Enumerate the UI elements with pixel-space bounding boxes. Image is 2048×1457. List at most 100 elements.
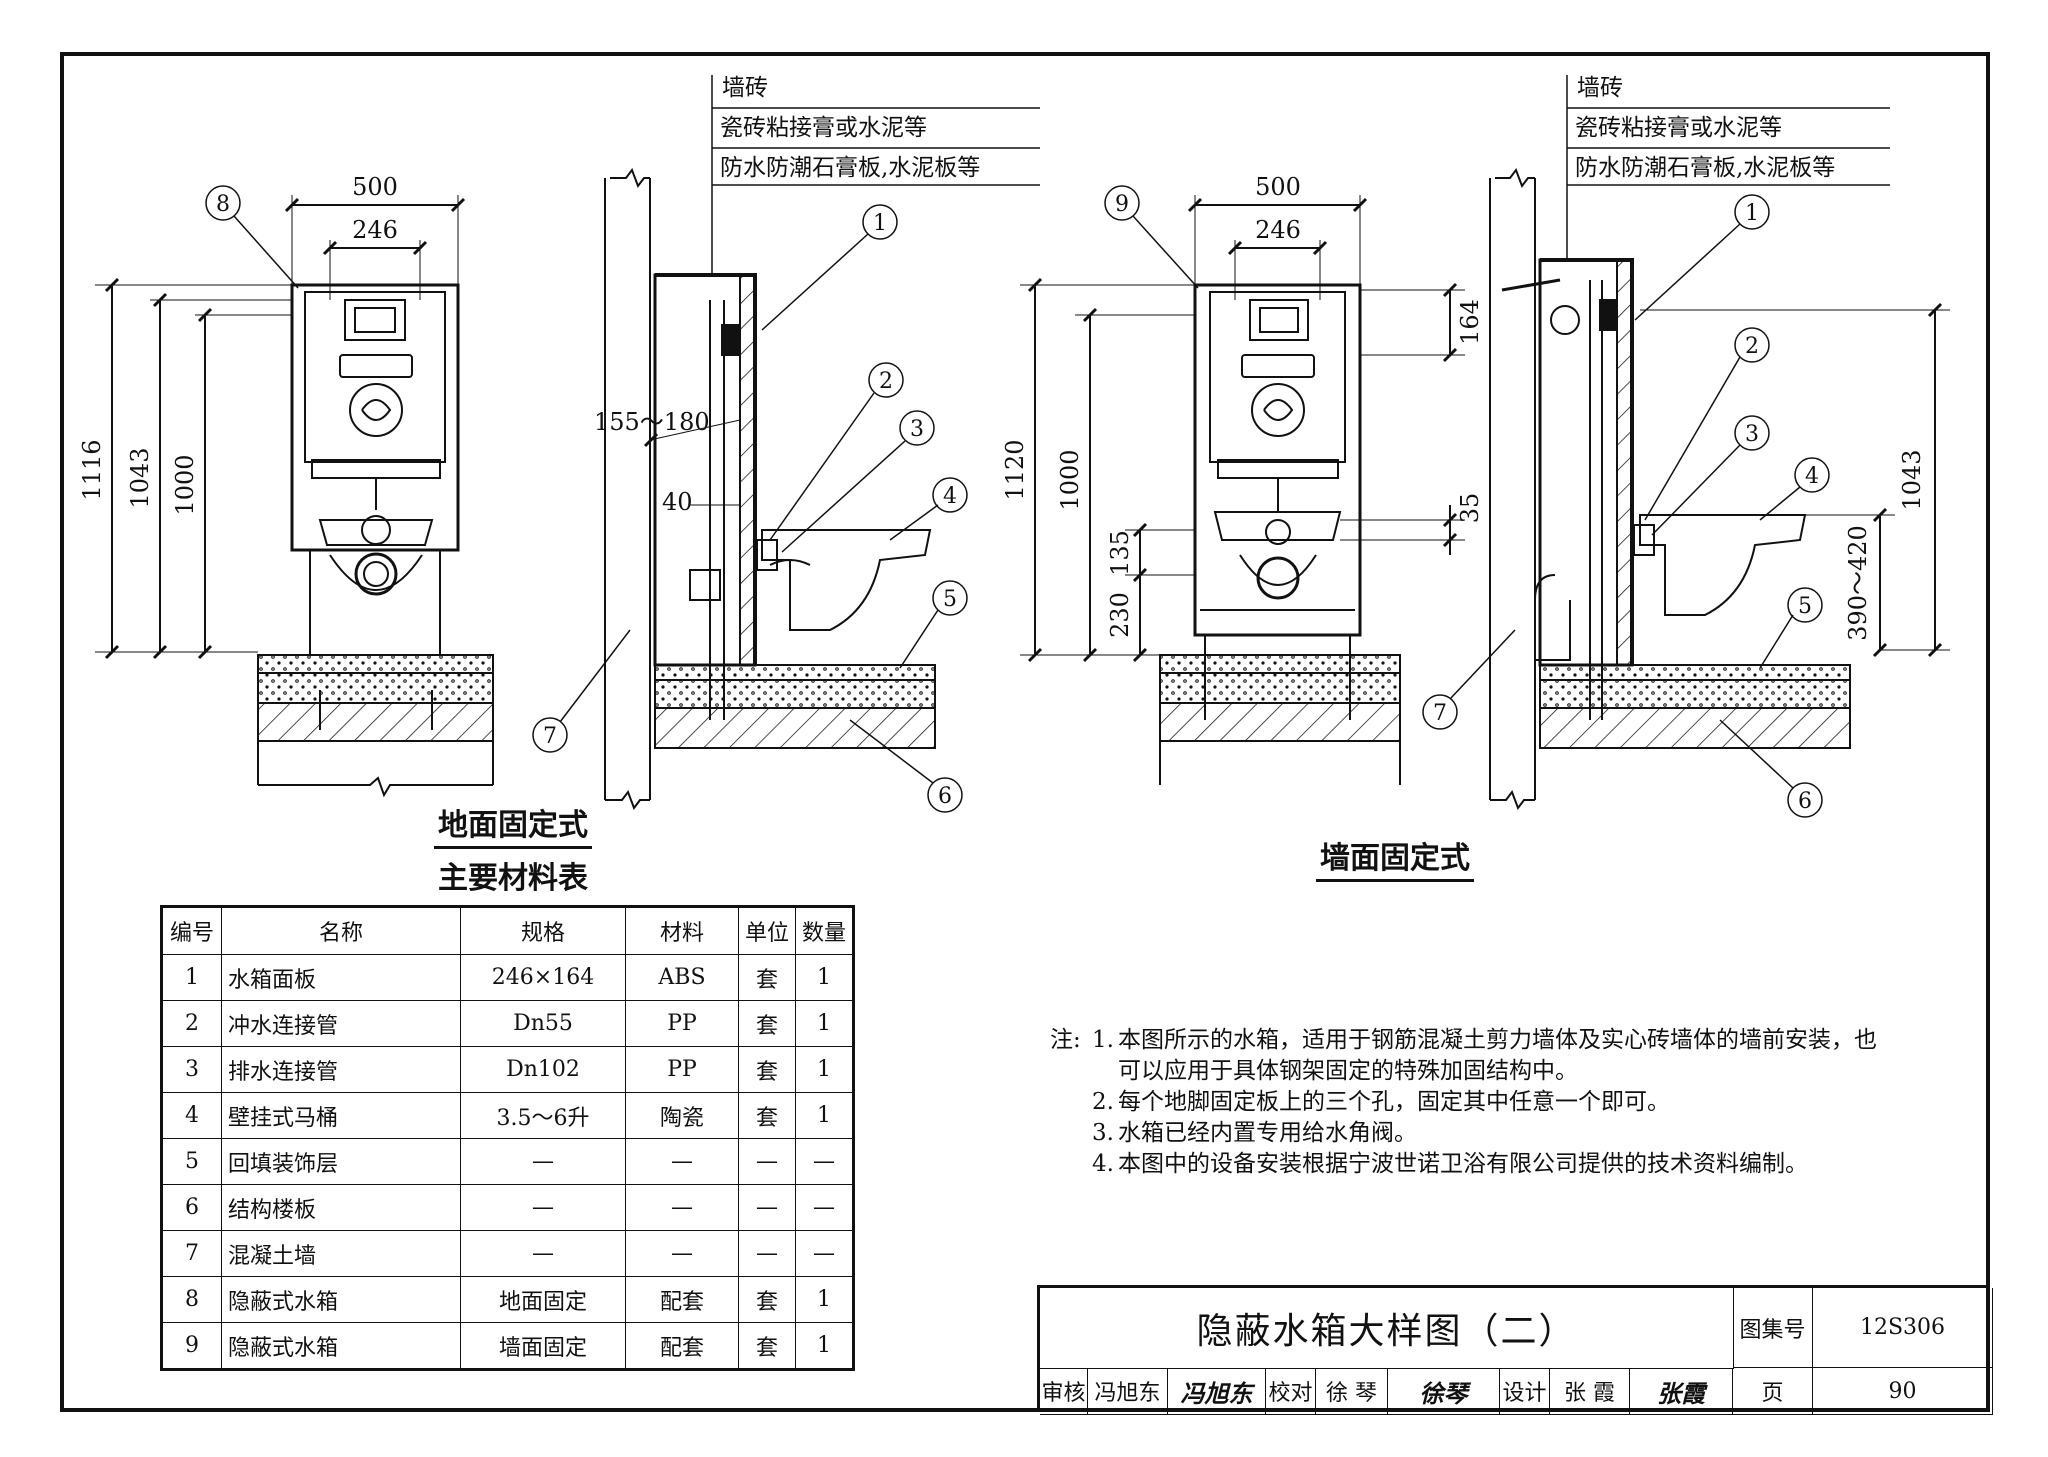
wall-callout-4: 4 — [1805, 464, 1819, 489]
cell-name: 冲水连接管 — [221, 1000, 461, 1047]
header-no: 编号 — [161, 906, 222, 955]
dim-wall-1043: 1043 — [1898, 449, 1926, 510]
floor-layer-tile: 墙砖 — [722, 75, 768, 101]
note-2-num: 2. — [1092, 1089, 1114, 1115]
floor-callout-7: 7 — [543, 724, 557, 749]
cell-name: 结构楼板 — [221, 1184, 461, 1231]
note-3-num: 3. — [1092, 1120, 1114, 1146]
cell-unit: 套 — [738, 1046, 796, 1093]
cell-name: 回填装饰层 — [221, 1138, 461, 1185]
header-qty: 数量 — [795, 906, 854, 955]
floor-section-view — [532, 75, 1040, 813]
cell-material: — — [625, 1230, 739, 1277]
dim-floor-1116: 1116 — [78, 439, 106, 500]
dim-wall-164: 164 — [1456, 299, 1484, 345]
dim-floor-1000: 1000 — [171, 454, 199, 515]
cell-name: 排水连接管 — [221, 1046, 461, 1093]
cell-name: 壁挂式马桶 — [221, 1092, 461, 1139]
cell-no: 9 — [161, 1322, 222, 1370]
cell-spec: 地面固定 — [460, 1276, 626, 1323]
notes: 注: 1. 本图所示的水箱，适用于钢筋混凝土剪力墙体及实心砖墙体的墙前安装，也可… — [1050, 1025, 1898, 1180]
note-1-num: 1. — [1092, 1027, 1114, 1053]
header-name: 名称 — [221, 906, 461, 955]
cell-material: ABS — [625, 954, 739, 1001]
designer-name: 张 霞 — [1550, 1368, 1630, 1415]
cell-unit: 套 — [738, 1322, 796, 1370]
materials-header-row: 编号 名称 规格 材料 单位 数量 — [161, 906, 854, 955]
cell-qty: — — [795, 1230, 854, 1277]
floor-callout-4: 4 — [943, 484, 957, 509]
cell-spec: — — [460, 1184, 626, 1231]
cell-spec: — — [460, 1138, 626, 1185]
dim-floor-gap: 155～180 — [594, 408, 710, 436]
dim-wall-1000: 1000 — [1056, 449, 1084, 510]
dim-wall-1120: 1120 — [1001, 439, 1029, 500]
wall-section-view — [1422, 75, 1950, 818]
wall-layer-tile: 墙砖 — [1577, 75, 1623, 101]
cell-spec: 246×164 — [460, 954, 626, 1001]
cell-material: — — [625, 1138, 739, 1185]
note-4-text: 本图中的设备安装根据宁波世诺卫浴有限公司提供的技术资料编制。 — [1118, 1151, 1808, 1177]
callout-9: 9 — [1115, 192, 1129, 217]
cell-unit: — — [738, 1230, 796, 1277]
dim-wall-500: 500 — [1255, 173, 1301, 201]
floor-callout-5: 5 — [943, 587, 957, 612]
check-label: 校对 — [1266, 1368, 1316, 1415]
callout-8: 8 — [216, 192, 230, 217]
cell-no: 6 — [161, 1184, 222, 1231]
dim-wall-246: 246 — [1255, 216, 1301, 244]
drawing-frame — [60, 52, 1990, 1412]
cell-spec: Dn55 — [460, 1000, 626, 1047]
wall-front-view — [1020, 185, 1465, 785]
cell-name: 混凝土墙 — [221, 1230, 461, 1277]
wall-layer-board: 防水防潮石膏板,水泥板等 — [1575, 155, 1835, 181]
atlas-number: 12S306 — [1813, 1288, 1993, 1368]
cell-qty: — — [795, 1184, 854, 1231]
cell-qty: 1 — [795, 954, 854, 1001]
note-4-num: 4. — [1092, 1151, 1114, 1177]
cell-unit: 套 — [738, 1000, 796, 1047]
wall-callout-6: 6 — [1798, 789, 1812, 814]
wall-callout-5: 5 — [1798, 594, 1812, 619]
dim-wall-230: 230 — [1106, 592, 1134, 638]
wall-layer-adhesive: 瓷砖粘接膏或水泥等 — [1575, 115, 1782, 141]
note-3-text: 水箱已经内置专用给水角阀。 — [1118, 1120, 1417, 1146]
notes-prefix: 注: — [1050, 1027, 1081, 1053]
wall-view-title: 墙面固定式 — [1316, 833, 1474, 882]
dim-floor-40: 40 — [662, 488, 693, 516]
dim-floor-500: 500 — [352, 173, 398, 201]
cell-material: 陶瓷 — [625, 1092, 739, 1139]
dim-wall-135: 135 — [1106, 530, 1134, 576]
cell-unit: 套 — [738, 1276, 796, 1323]
reviewer-name: 冯旭东 — [1088, 1368, 1168, 1415]
cell-qty: 1 — [795, 1092, 854, 1139]
page-label: 页 — [1733, 1368, 1813, 1415]
cell-material: PP — [625, 1000, 739, 1047]
cell-name: 隐蔽式水箱 — [221, 1322, 461, 1370]
cell-no: 4 — [161, 1092, 222, 1139]
cell-unit: 套 — [738, 1092, 796, 1139]
checker-signature: 徐琴 — [1388, 1368, 1500, 1415]
note-4: 4. 本图中的设备安装根据宁波世诺卫浴有限公司提供的技术资料编制。 — [1050, 1149, 1898, 1180]
header-material: 材料 — [625, 906, 739, 955]
cell-material: 配套 — [625, 1322, 739, 1370]
cell-spec: 3.5～6升 — [460, 1092, 626, 1139]
floor-callout-6: 6 — [938, 784, 952, 809]
floor-callout-2: 2 — [879, 369, 893, 394]
cell-spec: — — [460, 1230, 626, 1277]
cell-no: 7 — [161, 1230, 222, 1277]
cell-unit: 套 — [738, 954, 796, 1001]
checker-name: 徐 琴 — [1316, 1368, 1388, 1415]
design-label: 设计 — [1500, 1368, 1550, 1415]
wall-callout-1: 1 — [1745, 201, 1759, 226]
cell-no: 1 — [161, 954, 222, 1001]
